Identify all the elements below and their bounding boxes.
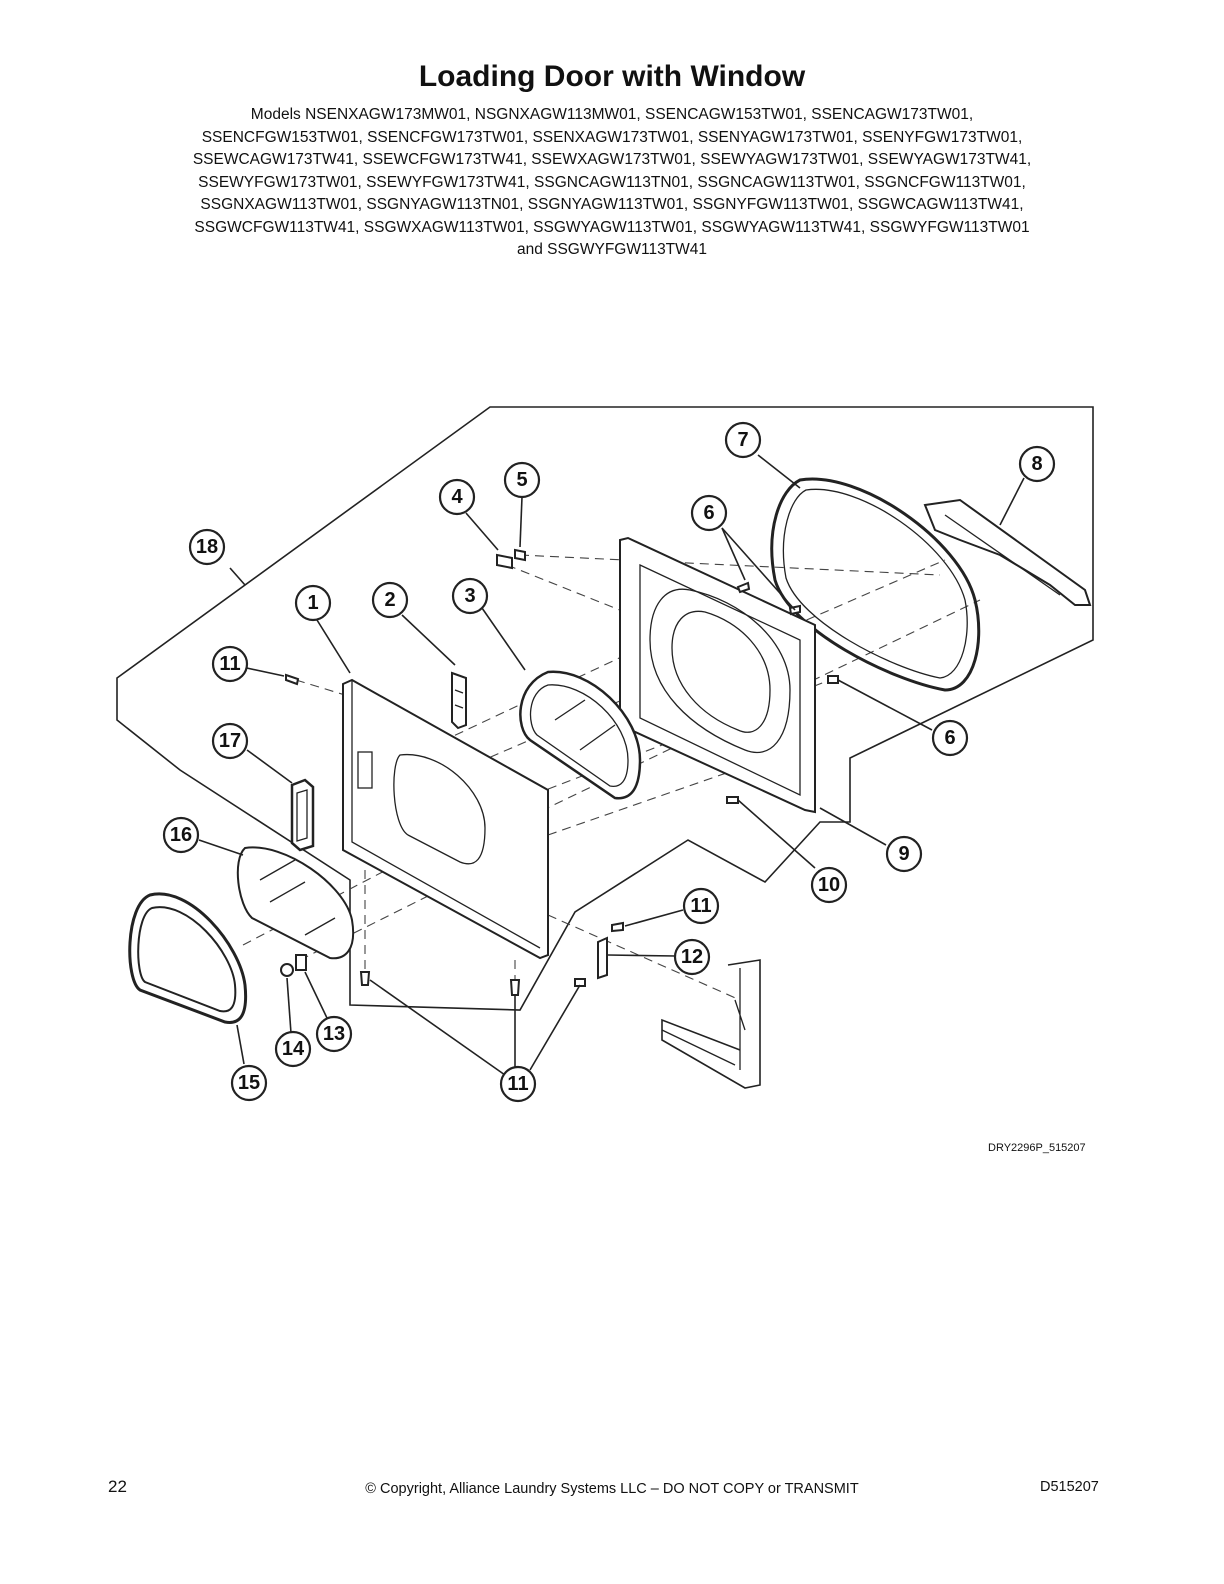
svg-text:11: 11	[219, 653, 240, 675]
model-list-line: SSEWYFGW173TW01, SSEWYFGW173TW41, SSGNCA…	[198, 173, 1026, 191]
callout-6-lower: 6	[931, 719, 969, 757]
callout-5: 5	[503, 461, 541, 499]
drawing-code: DRY2296P_515207	[988, 1142, 1086, 1154]
svg-text:16: 16	[170, 824, 192, 846]
svg-text:2: 2	[384, 589, 395, 611]
svg-text:7: 7	[737, 429, 748, 451]
callout-12: 12	[673, 938, 711, 976]
retaining-clip	[295, 954, 307, 971]
svg-text:6: 6	[944, 727, 955, 749]
callout-11-bottom: 11	[499, 1065, 537, 1103]
svg-text:1: 1	[307, 592, 318, 614]
callout-9: 9	[885, 835, 923, 873]
model-list-line: and SSGWYFGW113TW41	[516, 241, 708, 258]
callout-10: 10	[810, 866, 848, 904]
door-gasket	[770, 477, 981, 692]
svg-text:3: 3	[464, 585, 475, 607]
callout-1: 1	[294, 584, 332, 622]
hex-nut	[280, 963, 294, 977]
callout-16: 16	[162, 816, 200, 854]
svg-text:15: 15	[238, 1072, 260, 1094]
callout-14: 14	[274, 1030, 312, 1068]
svg-text:5: 5	[516, 469, 527, 491]
callout-11-right: 11	[682, 887, 720, 925]
callout-7: 7	[724, 421, 762, 459]
svg-text:9: 9	[898, 843, 909, 865]
callout-6: 6	[690, 494, 728, 532]
document-number: D515207	[1040, 1479, 1099, 1495]
svg-text:13: 13	[323, 1023, 345, 1045]
model-list: Models NSENXAGW173MW01, NSGNXAGW113MW01,…	[112, 104, 1112, 262]
callout-18: 18	[188, 528, 226, 566]
door-glass	[236, 846, 355, 960]
callout-17: 17	[211, 722, 249, 760]
svg-text:11: 11	[690, 895, 711, 917]
svg-text:12: 12	[681, 946, 703, 968]
callout-3: 3	[451, 577, 489, 615]
model-list-line: SSGWCFGW113TW41, SSGWXAGW113TW01, SSGWYA…	[194, 218, 1030, 236]
svg-text:11: 11	[507, 1073, 528, 1095]
model-list-line: SSGNXAGW113TW01, SSGNYAGW113TN01, SSGNYA…	[200, 196, 1024, 213]
callout-4: 4	[438, 478, 476, 516]
door-clip	[496, 553, 513, 570]
svg-text:6: 6	[703, 502, 714, 524]
model-list-line: SSENCFGW153TW01, SSENCFGW173TW01, SSENXA…	[201, 128, 1023, 146]
window-frame	[519, 670, 642, 800]
cabinet-fragment	[661, 959, 761, 1089]
page-title: Loading Door with Window	[418, 60, 806, 93]
svg-text:4: 4	[451, 486, 463, 508]
window-trim	[128, 892, 248, 1024]
model-list-line: Models NSENXAGW173MW01, NSGNXAGW113MW01,…	[250, 106, 974, 123]
svg-text:8: 8	[1031, 453, 1042, 475]
model-list-line: SSEWCAGW173TW41, SSEWCFGW173TW41, SSEWXA…	[192, 151, 1032, 168]
copyright-notice: © Copyright, Alliance Laundry Systems LL…	[365, 1481, 859, 1497]
handle-opening	[357, 751, 373, 789]
outer-door-panel	[342, 678, 549, 960]
exploded-parts-diagram: 1 2 3 4 5 6 7 8 6 9 10 11 11 12 11 13 14…	[116, 406, 1094, 1103]
callout-15: 15	[230, 1064, 268, 1102]
callout-13: 13	[315, 1015, 353, 1053]
callout-2: 2	[371, 581, 409, 619]
assembly-outline	[116, 406, 1094, 1011]
svg-text:10: 10	[818, 874, 840, 896]
callout-8: 8	[1018, 445, 1056, 483]
hinge-plate	[597, 936, 608, 980]
clip-nut	[514, 548, 526, 562]
latch-striker	[451, 671, 467, 730]
hinge-bracket	[923, 498, 1092, 606]
callout-labels: 1 2 3 4 5 6 7 8 6 9 10 11 11 12 11 13 14…	[162, 421, 1056, 1103]
svg-text:14: 14	[282, 1038, 305, 1060]
svg-text:17: 17	[219, 730, 241, 752]
svg-text:18: 18	[196, 536, 218, 558]
page-number: 22	[108, 1477, 127, 1496]
leader-lines	[198, 454, 1025, 1076]
callout-11-left: 11	[211, 645, 249, 683]
